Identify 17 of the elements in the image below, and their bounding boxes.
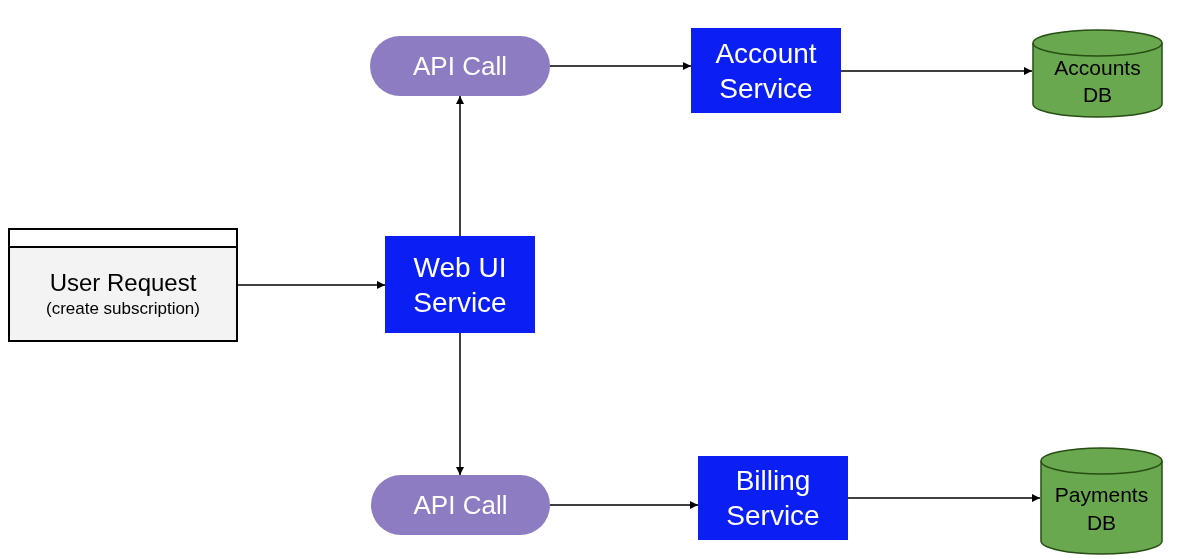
arrow bbox=[840, 67, 1033, 75]
arrow bbox=[549, 501, 699, 509]
database-label: Payments DB bbox=[1054, 482, 1149, 536]
request-card bbox=[8, 228, 238, 342]
api-call-pill: API Call bbox=[371, 475, 550, 535]
service-box: Account Service bbox=[691, 28, 841, 113]
arrow bbox=[549, 62, 692, 70]
api-call-pill: API Call bbox=[370, 36, 550, 96]
arrow bbox=[456, 332, 464, 476]
database-label: Accounts DB bbox=[1053, 54, 1142, 108]
request-detail: (create subscription) bbox=[46, 299, 200, 319]
service-box: Billing Service bbox=[698, 456, 848, 540]
arrow bbox=[847, 494, 1041, 502]
arrow bbox=[237, 281, 386, 289]
request-title: User Request bbox=[49, 269, 197, 297]
arrow bbox=[456, 95, 464, 237]
service-box: Web UI Service bbox=[385, 236, 535, 333]
